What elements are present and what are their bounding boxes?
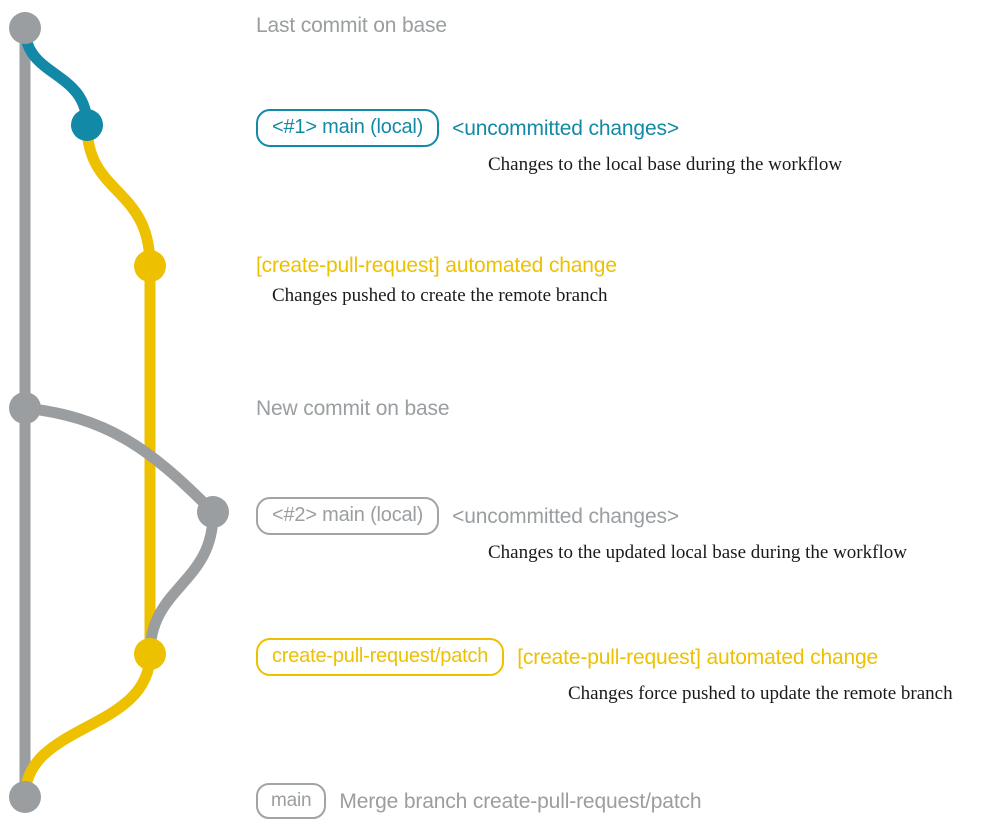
commit-message-uncommitted-2: <uncommitted changes> <box>452 504 679 528</box>
commit-block-automated-change-create: [create-pull-request] automated change C… <box>256 253 617 307</box>
commit-description-3: Changes to the updated local base during… <box>488 542 907 563</box>
commit-head: main Merge branch create-pull-request/pa… <box>256 783 702 819</box>
commit-block-uncommitted-local-1: <#1> main (local) <uncommitted changes> … <box>256 109 842 176</box>
branch-pill-main-local-2[interactable]: <#2> main (local) <box>256 497 440 535</box>
commit-head: [create-pull-request] automated change <box>256 253 617 278</box>
commit-head: <#1> main (local) <uncommitted changes> <box>256 109 842 147</box>
commit-label-new-commit-on-base: New commit on base <box>256 397 450 420</box>
commit-block-merge-branch: main Merge branch create-pull-request/pa… <box>256 783 702 819</box>
commit-description-2: Changes pushed to create the remote bran… <box>272 285 608 306</box>
commit-description-4: Changes force pushed to update the remot… <box>568 683 953 704</box>
commit-message-automated-update: [create-pull-request] automated change <box>517 645 879 669</box>
branch-pill-create-pull-request-patch[interactable]: create-pull-request/patch <box>256 638 505 676</box>
commit-head: create-pull-request/patch [create-pull-r… <box>256 638 953 676</box>
commit-message-merge-branch: Merge branch create-pull-request/patch <box>339 789 702 813</box>
commit-message-automated-create: [create-pull-request] automated change <box>256 254 617 277</box>
commit-block-uncommitted-local-2: <#2> main (local) <uncommitted changes> … <box>256 497 907 564</box>
commit-description-1: Changes to the local base during the wor… <box>488 154 843 175</box>
commit-block-automated-change-update: create-pull-request/patch [create-pull-r… <box>256 638 953 705</box>
branch-pill-main[interactable]: main <box>256 783 327 819</box>
commit-head: <#2> main (local) <uncommitted changes> <box>256 497 907 535</box>
commit-message-uncommitted-1: <uncommitted changes> <box>452 116 679 140</box>
branch-pill-main-local-1[interactable]: <#1> main (local) <box>256 109 440 147</box>
commit-label-last-commit-on-base: Last commit on base <box>256 14 447 37</box>
